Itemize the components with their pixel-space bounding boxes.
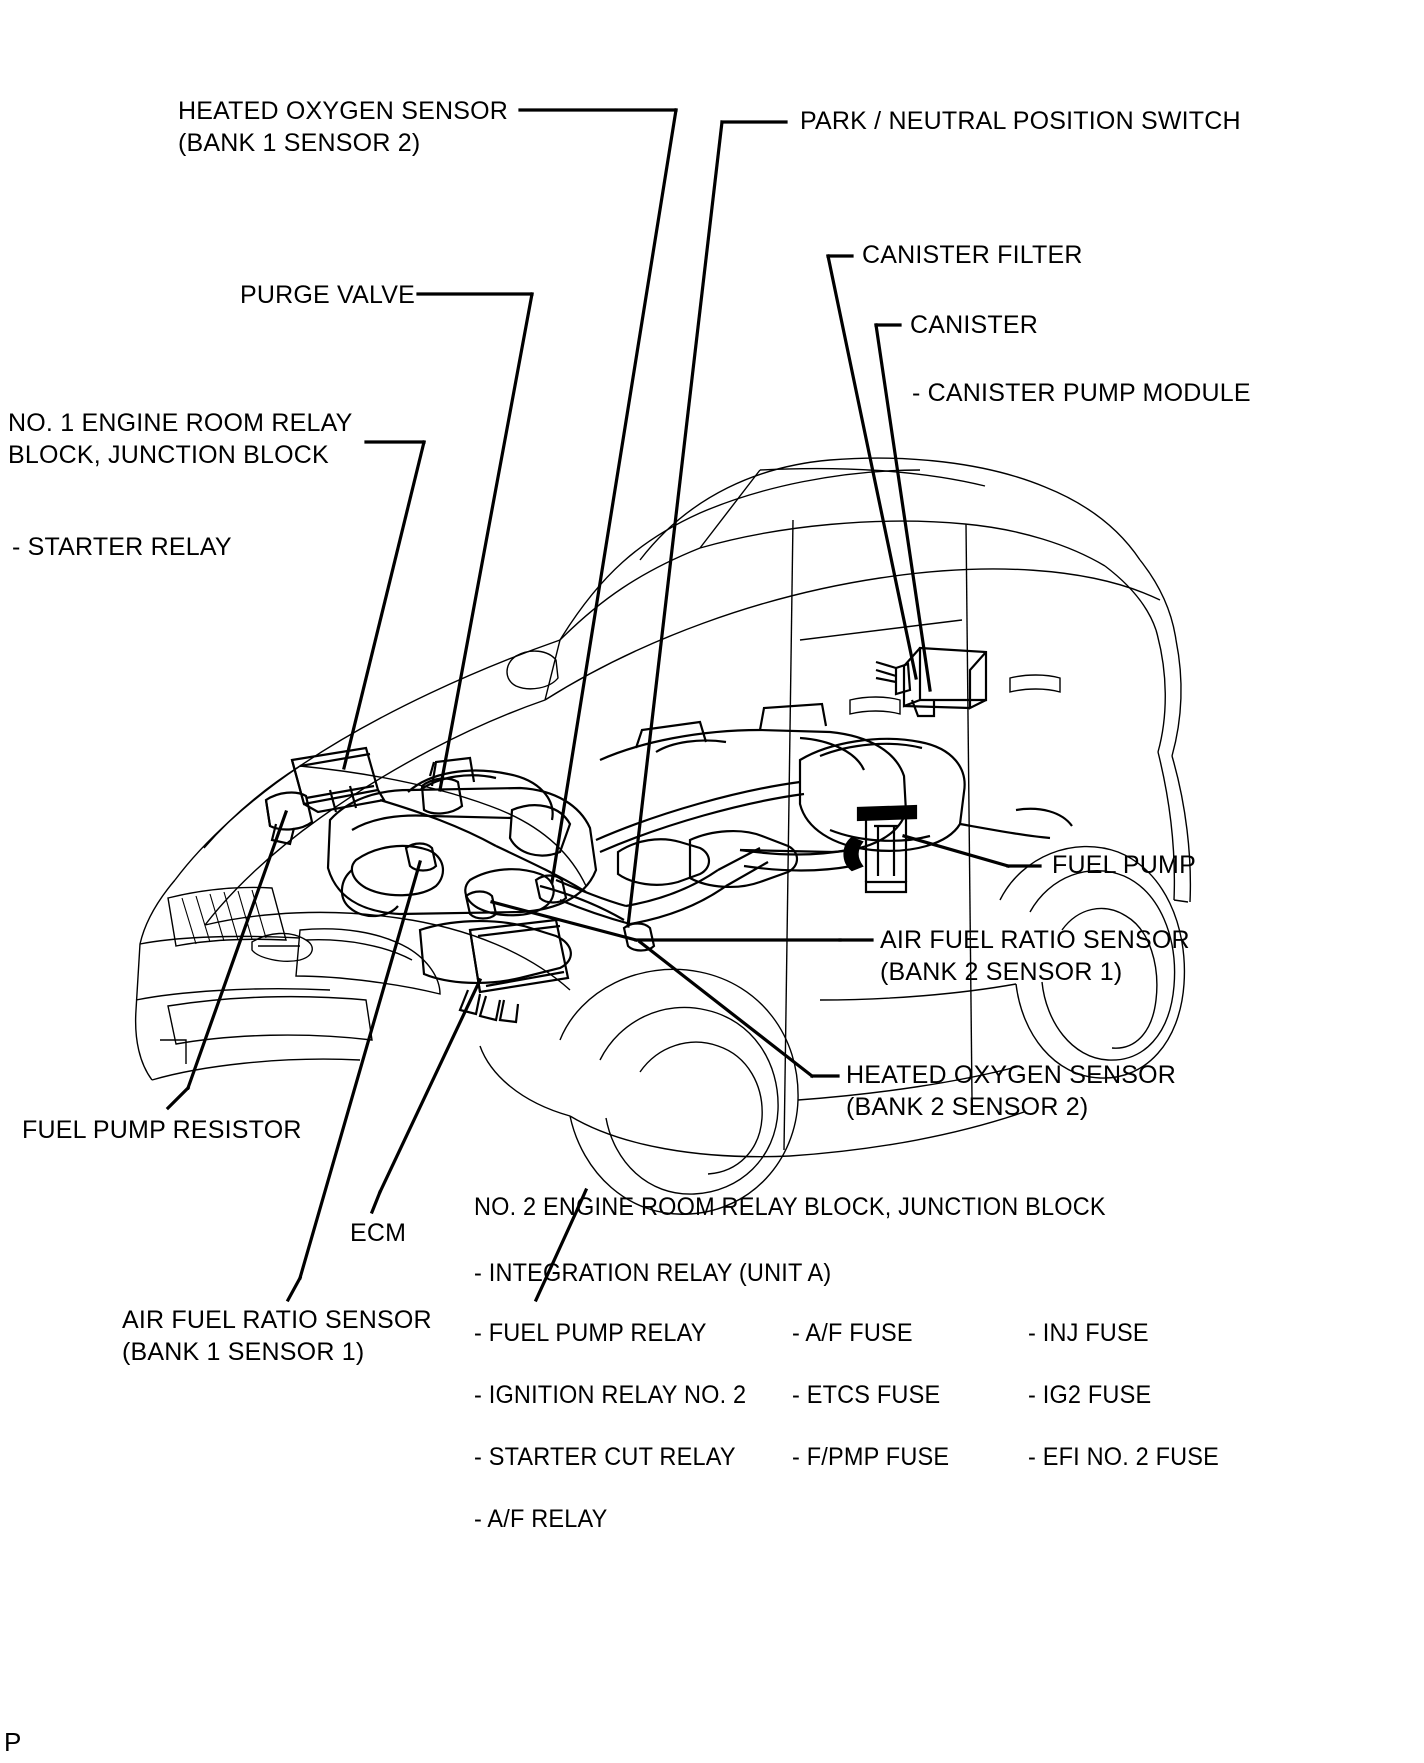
relay-fuse-column-1: - FUEL PUMP RELAY - IGNITION RELAY NO. 2… bbox=[474, 1318, 764, 1566]
canister-pump-module-part bbox=[875, 646, 988, 718]
label-canister-filter: CANISTER FILTER bbox=[862, 241, 1083, 269]
label-integration-relay-unit-a: - INTEGRATION RELAY (UNIT A) bbox=[474, 1259, 832, 1287]
label-heated-oxygen-sensor-b1s2-line1: HEATED OXYGEN SENSOR bbox=[178, 97, 508, 125]
label-air-fuel-ratio-sensor-b2s1-line2: (BANK 2 SENSOR 1) bbox=[880, 958, 1123, 986]
label-heated-oxygen-sensor-b1s2-line2: (BANK 1 SENSOR 2) bbox=[178, 129, 421, 157]
relay-fuse-item: - F/PMP FUSE bbox=[792, 1443, 950, 1471]
label-ecm: ECM bbox=[350, 1219, 407, 1247]
label-no2-engine-room-relay-block: NO. 2 ENGINE ROOM RELAY BLOCK, JUNCTION … bbox=[474, 1193, 1106, 1221]
label-purge-valve: PURGE VALVE bbox=[240, 281, 415, 309]
relay-fuse-item: - FUEL PUMP RELAY bbox=[474, 1319, 707, 1347]
label-starter-relay: - STARTER RELAY bbox=[12, 533, 232, 561]
label-air-fuel-ratio-sensor-b1s1-line1: AIR FUEL RATIO SENSOR bbox=[122, 1306, 432, 1334]
label-canister-pump-module: - CANISTER PUMP MODULE bbox=[912, 379, 1251, 407]
relay-fuse-column-3: - INJ FUSE - IG2 FUSE - EFI NO. 2 FUSE bbox=[1028, 1318, 1231, 1504]
label-fuel-pump: FUEL PUMP bbox=[1052, 851, 1196, 879]
relay-fuse-item: - IG2 FUSE bbox=[1028, 1381, 1152, 1409]
relay-fuse-item: - EFI NO. 2 FUSE bbox=[1028, 1443, 1220, 1471]
relay-fuse-item: - INJ FUSE bbox=[1028, 1319, 1149, 1347]
relay-fuse-column-2: - A/F FUSE - ETCS FUSE - F/PMP FUSE bbox=[792, 1318, 959, 1504]
fuel-pump-part bbox=[843, 804, 918, 894]
label-fuel-pump-resistor: FUEL PUMP RESISTOR bbox=[22, 1116, 302, 1144]
label-park-neutral-position-switch: PARK / NEUTRAL POSITION SWITCH bbox=[800, 107, 1241, 135]
label-no1-engine-room-relay-block-line1: NO. 1 ENGINE ROOM RELAY bbox=[8, 409, 353, 437]
relay-fuse-item: - A/F FUSE bbox=[792, 1319, 913, 1347]
relay-fuse-item: - A/F RELAY bbox=[474, 1505, 608, 1533]
label-heated-oxygen-sensor-b2s2-line1: HEATED OXYGEN SENSOR bbox=[846, 1061, 1176, 1089]
label-canister: CANISTER bbox=[910, 311, 1039, 339]
page-mark: P bbox=[4, 1727, 22, 1757]
relay-fuse-item: - ETCS FUSE bbox=[792, 1381, 941, 1409]
label-air-fuel-ratio-sensor-b1s1-line2: (BANK 1 SENSOR 1) bbox=[122, 1338, 365, 1366]
label-no1-engine-room-relay-block-line2: BLOCK, JUNCTION BLOCK bbox=[8, 441, 329, 469]
label-air-fuel-ratio-sensor-b2s1-line1: AIR FUEL RATIO SENSOR bbox=[880, 926, 1190, 954]
relay-fuse-item: - IGNITION RELAY NO. 2 bbox=[474, 1381, 747, 1409]
label-heated-oxygen-sensor-b2s2-line2: (BANK 2 SENSOR 2) bbox=[846, 1093, 1089, 1121]
relay-fuse-item: - STARTER CUT RELAY bbox=[474, 1443, 736, 1471]
